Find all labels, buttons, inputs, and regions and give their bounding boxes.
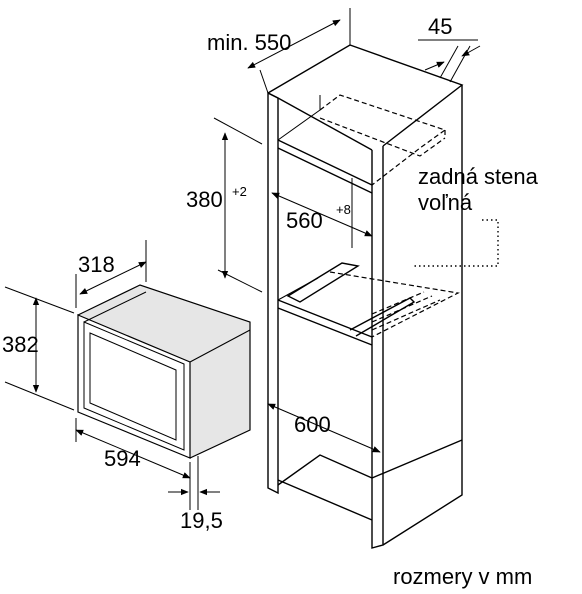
dim-45: 45 (418, 14, 481, 83)
label-min-550: min. 550 (207, 30, 291, 55)
label-594: 594 (104, 446, 141, 471)
oven (77, 284, 251, 459)
back-wall-top-outline (319, 94, 447, 186)
dim-600: 600 (267, 403, 381, 453)
note-back-wall-line2: voľná (418, 190, 473, 215)
label-382: 382 (2, 332, 39, 357)
oven-rail-left (286, 262, 360, 303)
dim-min-550: min. 550 (207, 8, 351, 94)
label-560: 560 (286, 208, 323, 233)
label-19-5: 19,5 (180, 508, 223, 533)
cabinet-right-front-edge (371, 146, 384, 549)
note-back-wall-line1: zadná stena (418, 164, 539, 189)
dim-318: 318 (75, 240, 147, 308)
cabinet-top-front-edge (277, 97, 373, 151)
label-560-tolerance: +8 (336, 202, 351, 217)
oven-shelf (277, 299, 373, 338)
units-note: rozmery v mm (393, 564, 532, 589)
label-600: 600 (294, 412, 331, 437)
back-wall-indicator (412, 219, 499, 267)
label-380: 380 (186, 187, 223, 212)
back-wall-note: zadná stena voľná (418, 164, 539, 215)
cabinet-right-side (382, 85, 463, 546)
dim-380: 380 +2 (186, 117, 263, 293)
dim-19-5: 19,5 (168, 456, 223, 533)
label-380-tolerance: +2 (232, 184, 247, 199)
dim-560: 560 +8 (271, 178, 373, 248)
label-318: 318 (78, 252, 115, 277)
oven-rail-right (349, 297, 416, 337)
cabinet (267, 44, 499, 549)
label-45: 45 (428, 14, 452, 39)
cabinet-left-front-edge (267, 91, 279, 495)
cabinet-top (267, 44, 464, 147)
dim-382: 382 (2, 286, 75, 411)
